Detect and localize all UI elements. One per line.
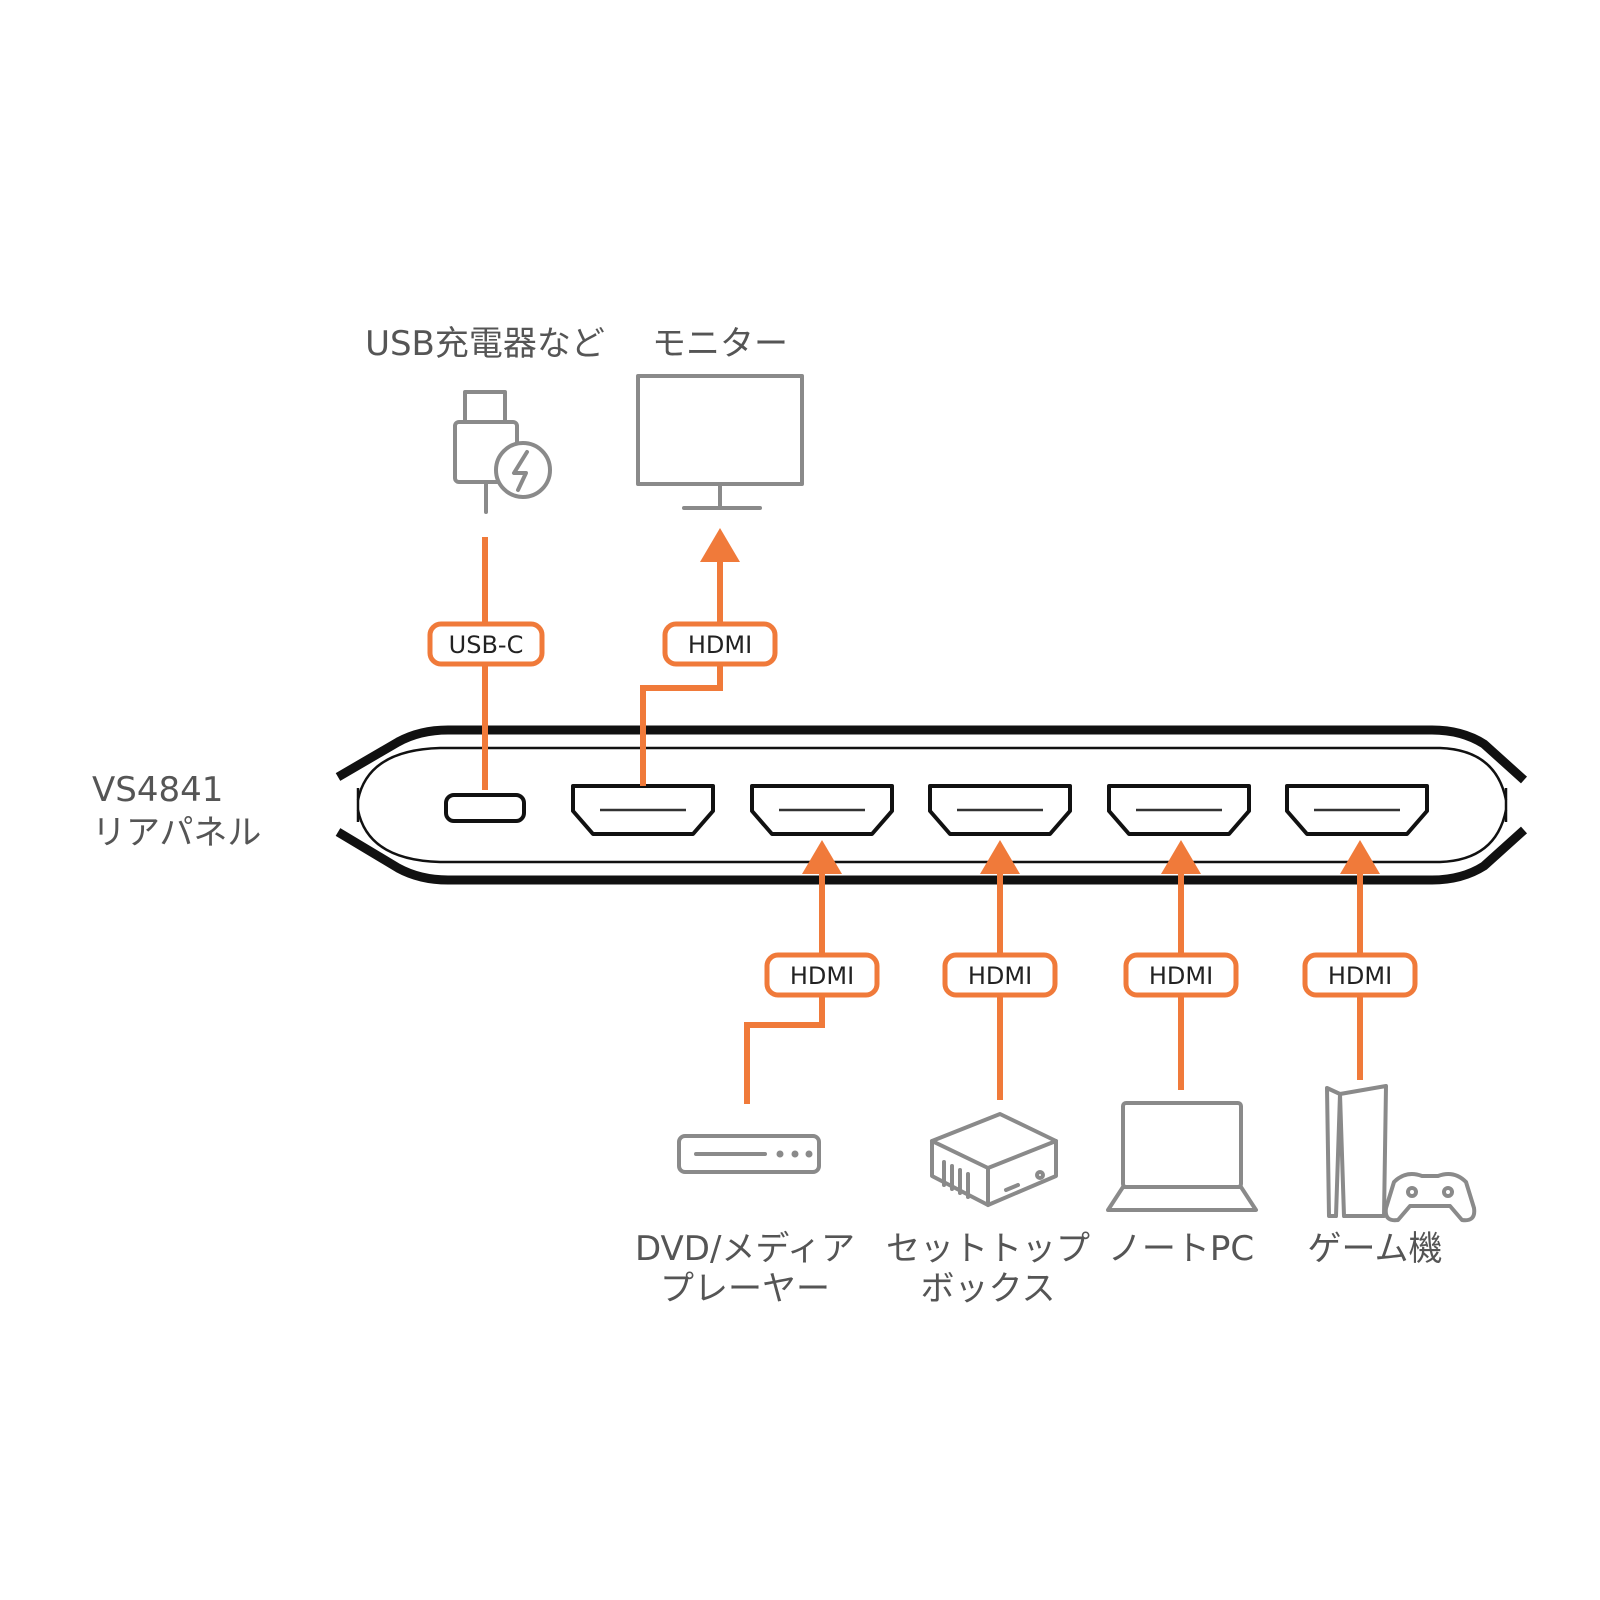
game-console-icon	[1325, 1084, 1477, 1223]
svg-text:USB-C: USB-C	[449, 631, 524, 659]
hdmi-in3-chip: HDMI	[1123, 952, 1239, 998]
usb-charger-icon	[453, 390, 552, 514]
panel-outer-top	[335, 725, 1528, 784]
svg-text:HDMI: HDMI	[968, 962, 1032, 990]
hdmi-in1-chip: HDMI	[764, 952, 880, 998]
panel-inner-bottom	[356, 809, 1508, 864]
usbc-chip: USB-C	[427, 621, 545, 667]
hdmi-port-in3	[1107, 784, 1251, 836]
set-top-box-icon	[930, 1112, 1058, 1207]
hdmi-in4-chip: HDMI	[1302, 952, 1418, 998]
monitor-label: モニター	[652, 324, 788, 364]
hdmi-out-arrow	[700, 528, 740, 562]
device-panel-label: リアパネル	[92, 813, 261, 853]
hdmi-port-in4	[1285, 784, 1429, 836]
hdmi-port-in2	[928, 784, 1072, 836]
svg-text:HDMI: HDMI	[1149, 962, 1213, 990]
hdmi-port-out	[571, 784, 715, 836]
hdmi-in1-cable	[744, 868, 825, 1104]
dvd-player-icon	[677, 1134, 821, 1174]
stb-label-line2: ボックス	[921, 1269, 1056, 1309]
svg-text:HDMI: HDMI	[790, 962, 854, 990]
hdmi-in2-arrow	[980, 840, 1020, 874]
hdmi-out-cable	[640, 556, 723, 786]
panel-outer-bottom	[335, 826, 1528, 885]
hdmi-in2-chip: HDMI	[942, 952, 1058, 998]
game-label: ゲーム機	[1308, 1229, 1443, 1269]
laptop-icon	[1106, 1101, 1258, 1212]
svg-text:HDMI: HDMI	[688, 631, 752, 659]
dvd-label-line2: プレーヤー	[660, 1269, 830, 1309]
rear-panel	[335, 725, 1528, 885]
hdmi-in1-arrow	[802, 840, 842, 874]
monitor-icon	[636, 374, 804, 510]
panel-inner-top	[356, 746, 1508, 801]
stb-label-line1: セットトップ	[886, 1229, 1090, 1269]
dvd-label-line1: DVD/メディア	[635, 1229, 855, 1269]
hdmi-in3-arrow	[1161, 840, 1201, 874]
laptop-label: ノートPC	[1108, 1229, 1254, 1269]
svg-text:HDMI: HDMI	[1328, 962, 1392, 990]
hdmi-out-chip: HDMI	[662, 621, 778, 667]
hdmi-in4-arrow	[1340, 840, 1380, 874]
hdmi-port-in1	[750, 784, 894, 836]
usb-charger-label: USB充電器など	[365, 324, 605, 364]
device-name: VS4841	[92, 770, 223, 810]
usbc-port	[444, 793, 526, 823]
